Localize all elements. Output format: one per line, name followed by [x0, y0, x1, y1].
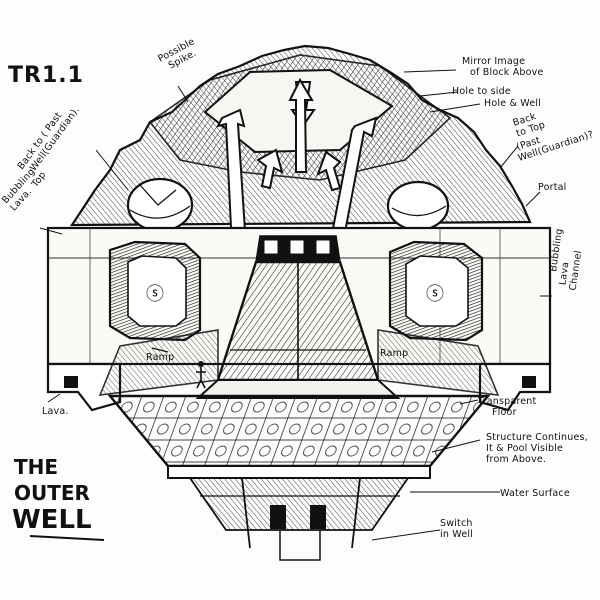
structure-continues-line3: from Above. [486, 454, 546, 465]
title-line1: THE [14, 455, 58, 479]
sheet-code: TR1.1 [8, 63, 84, 88]
mirror-image-line2: of Block Above [470, 67, 544, 78]
svg-text:ⓢ: ⓢ [146, 284, 164, 305]
switch-in-well-label: Switch in Well [440, 518, 476, 540]
transparent-floor-line1: Transparent [477, 396, 537, 407]
hole-to-side-label: Hole to side [452, 86, 511, 97]
title-underline [29, 535, 105, 541]
transparent-floor [107, 394, 491, 479]
portal-right: ⓢ [388, 240, 484, 342]
sphere-left [126, 177, 194, 233]
hole-and-well-label: Hole & Well [484, 98, 541, 109]
structure-continues-line1: Structure Continues, [486, 432, 588, 443]
ramp-right-label: Ramp [380, 348, 408, 359]
bubbling-lava-right-line3: Channel [568, 250, 585, 292]
switch-in-well-line2: in Well [440, 529, 473, 540]
annotation-leaders [39, 69, 552, 541]
water-and-lower-structure [188, 477, 410, 561]
structure-continues-line2: It & Pool Visible [486, 443, 563, 454]
mirror-image-label: Mirror Image of Block Above [462, 56, 544, 78]
transparent-floor-label: Transparent Floor [477, 396, 540, 418]
transparent-floor-line2: Floor [492, 407, 517, 418]
sphere-right [386, 180, 450, 232]
lava-label: Lava. [42, 406, 69, 417]
lava-channels [46, 362, 552, 412]
svg-text:ⓢ: ⓢ [426, 284, 444, 305]
portal-label: Portal [538, 182, 567, 193]
mirror-image-line1: Mirror Image [462, 56, 525, 67]
bubbling-lava-right-line2: Lava [557, 261, 571, 286]
title-line3: WELL [12, 505, 92, 535]
ramps [98, 329, 500, 396]
switch-in-well-line1: Switch [440, 518, 473, 529]
title-line2: OUTER [14, 481, 90, 505]
bubbling-lava-right-label: Bubbling Lava Channel [546, 225, 587, 292]
character-figure [196, 361, 206, 389]
portal-left: ⓢ [108, 240, 202, 342]
structure-continues-label: Structure Continues, It & Pool Visible f… [486, 432, 591, 465]
water-surface-label: Water Surface [500, 488, 570, 499]
possible-spike-label: Possible Spike. [156, 35, 204, 75]
ramp-left-label: Ramp [146, 352, 174, 363]
